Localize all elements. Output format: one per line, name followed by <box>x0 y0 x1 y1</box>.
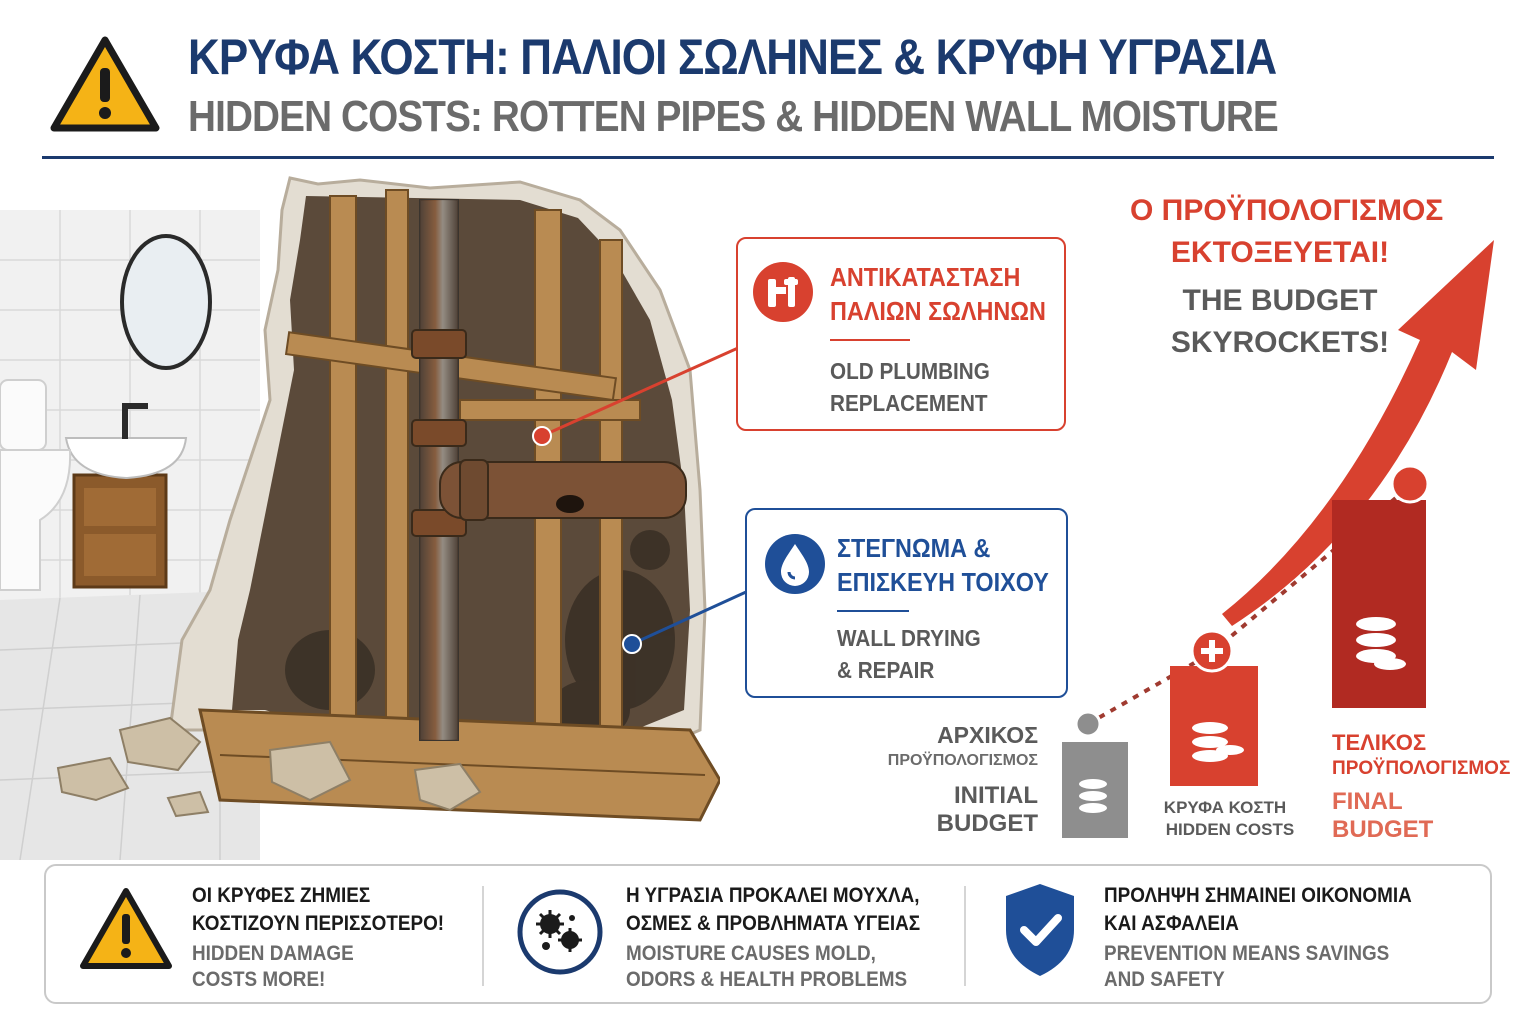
opened-wall-illustration <box>0 176 720 860</box>
page-title-greek: ΚΡΥΦΑ ΚΟΣΤΗ: ΠΑΛΙΟΙ ΣΩΛΗΝΕΣ & ΚΡΥΦΗ ΥΓΡΑ… <box>188 29 1277 85</box>
initial-label-english-line2: BUDGET <box>936 810 1038 837</box>
wall-callout-rule <box>837 610 909 612</box>
wall-callout-sub-line1: WALL DRYING <box>837 625 981 651</box>
warning-icon <box>80 888 172 969</box>
budget-headline-greek-line1: Ο ΠΡΟΫΠΟΛΟΓΙΣΜΟΣ <box>1130 194 1444 227</box>
info-1-english-line2: COSTS MORE! <box>192 968 326 991</box>
pipe-callout-sub-line2: REPLACEMENT <box>830 390 988 416</box>
hidden-costs-bar <box>1170 629 1258 786</box>
initial-label-greek-line2: ΠΡΟΫΠΟΛΟΓΙΣΜΟΣ <box>887 752 1038 769</box>
bottom-info-panel: ΟΙ ΚΡΥΦΕΣ ΖΗΜΙΕΣ ΚΟΣΤΙΖΟΥΝ ΠΕΡΙΣΣΟΤΕΡΟ! … <box>44 864 1492 1004</box>
final-label-english-line2: BUDGET <box>1332 816 1434 843</box>
pipe-callout-title-line1: ΑΝΤΙΚΑΤΑΣΤΑΣΗ <box>830 262 1021 292</box>
info-1-greek-line1: ΟΙ ΚΡΥΦΕΣ ΖΗΜΙΕΣ <box>192 884 371 907</box>
initial-budget-bar <box>1062 710 1128 838</box>
hidden-label-english: HIDDEN COSTS <box>1165 820 1295 839</box>
wall-callout-title-line2: ΕΠΙΣΚΕΥΗ ΤΟΙΧΟΥ <box>837 567 1049 597</box>
initial-label-english-line1: INITIAL <box>954 782 1038 809</box>
initial-label-greek-line1: ΑΡΧΙΚΟΣ <box>937 722 1038 748</box>
callout-wall-repair: ΣΤΕΓΝΩΜΑ & ΕΠΙΣΚΕΥΗ ΤΟΙΧΟΥ WALL DRYING &… <box>745 508 1068 698</box>
wall-callout-sub-line2: & REPAIR <box>837 657 935 683</box>
budget-headline-greek-line2: ΕΚΤΟΞΕΥΕΤΑΙ! <box>1170 236 1390 269</box>
water-drop-icon <box>765 534 825 594</box>
callout-pipe-replacement: ΑΝΤΙΚΑΤΑΣΤΑΣΗ ΠΑΛΙΩΝ ΣΩΛΗΝΩΝ OLD PLUMBIN… <box>736 237 1066 431</box>
final-label-greek-line1: ΤΕΛΙΚΟΣ <box>1332 730 1427 755</box>
info-1-greek-line2: ΚΟΣΤΙΖΟΥΝ ΠΕΡΙΣΣΟΤΕΡΟ! <box>192 912 445 935</box>
info-2-english-line2: ODORS & HEALTH PROBLEMS <box>626 968 908 991</box>
wall-callout-title-line1: ΣΤΕΓΝΩΜΑ & <box>837 533 991 563</box>
pipe-wrench-icon <box>753 262 813 322</box>
warning-icon <box>50 36 160 132</box>
info-divider <box>964 886 966 986</box>
info-3-greek-line1: ΠΡΟΛΗΨΗ ΣΗΜΑΙΝΕΙ ΟΙΚΟΝΟΜΙΑ <box>1104 884 1412 907</box>
pipe-callout-sub-line1: OLD PLUMBING <box>830 358 990 384</box>
info-2-greek-line1: Η ΥΓΡΑΣΙΑ ΠΡΟΚΑΛΕΙ ΜΟΥΧΛΑ, <box>626 884 920 907</box>
budget-headline-english-line1: THE BUDGET <box>1182 284 1378 317</box>
final-label-greek-line2: ΠΡΟΫΠΟΛΟΓΙΣΜΟΣ <box>1332 758 1511 779</box>
info-3-greek-line2: ΚΑΙ ΑΣΦΑΛΕΙΑ <box>1104 912 1239 935</box>
pipe-callout-rule <box>830 339 910 341</box>
info-2-greek-line2: ΟΣΜΕΣ & ΠΡΟΒΛΗΜΑΤΑ ΥΓΕΙΑΣ <box>626 912 921 935</box>
pipe-callout-title-line2: ΠΑΛΙΩΝ ΣΩΛΗΝΩΝ <box>830 296 1046 326</box>
mold-bacteria-icon <box>517 889 603 975</box>
info-3-english-line1: PREVENTION MEANS SAVINGS <box>1104 942 1390 965</box>
page-title-english: HIDDEN COSTS: ROTTEN PIPES & HIDDEN WALL… <box>188 92 1279 141</box>
info-2-english-line1: MOISTURE CAUSES MOLD, <box>626 942 876 965</box>
final-budget-bar <box>1332 464 1430 708</box>
info-3-english-line2: AND SAFETY <box>1104 968 1225 991</box>
hidden-label-greek: ΚΡΥΦΑ ΚΟΣΤΗ <box>1163 798 1287 817</box>
shield-check-icon <box>1006 884 1074 976</box>
info-1-english-line1: HIDDEN DAMAGE <box>192 942 354 965</box>
budget-headline-english-line2: SKYROCKETS! <box>1170 326 1390 359</box>
info-divider <box>482 886 484 986</box>
header-divider <box>42 156 1494 159</box>
final-label-english-line1: FINAL <box>1332 788 1403 815</box>
